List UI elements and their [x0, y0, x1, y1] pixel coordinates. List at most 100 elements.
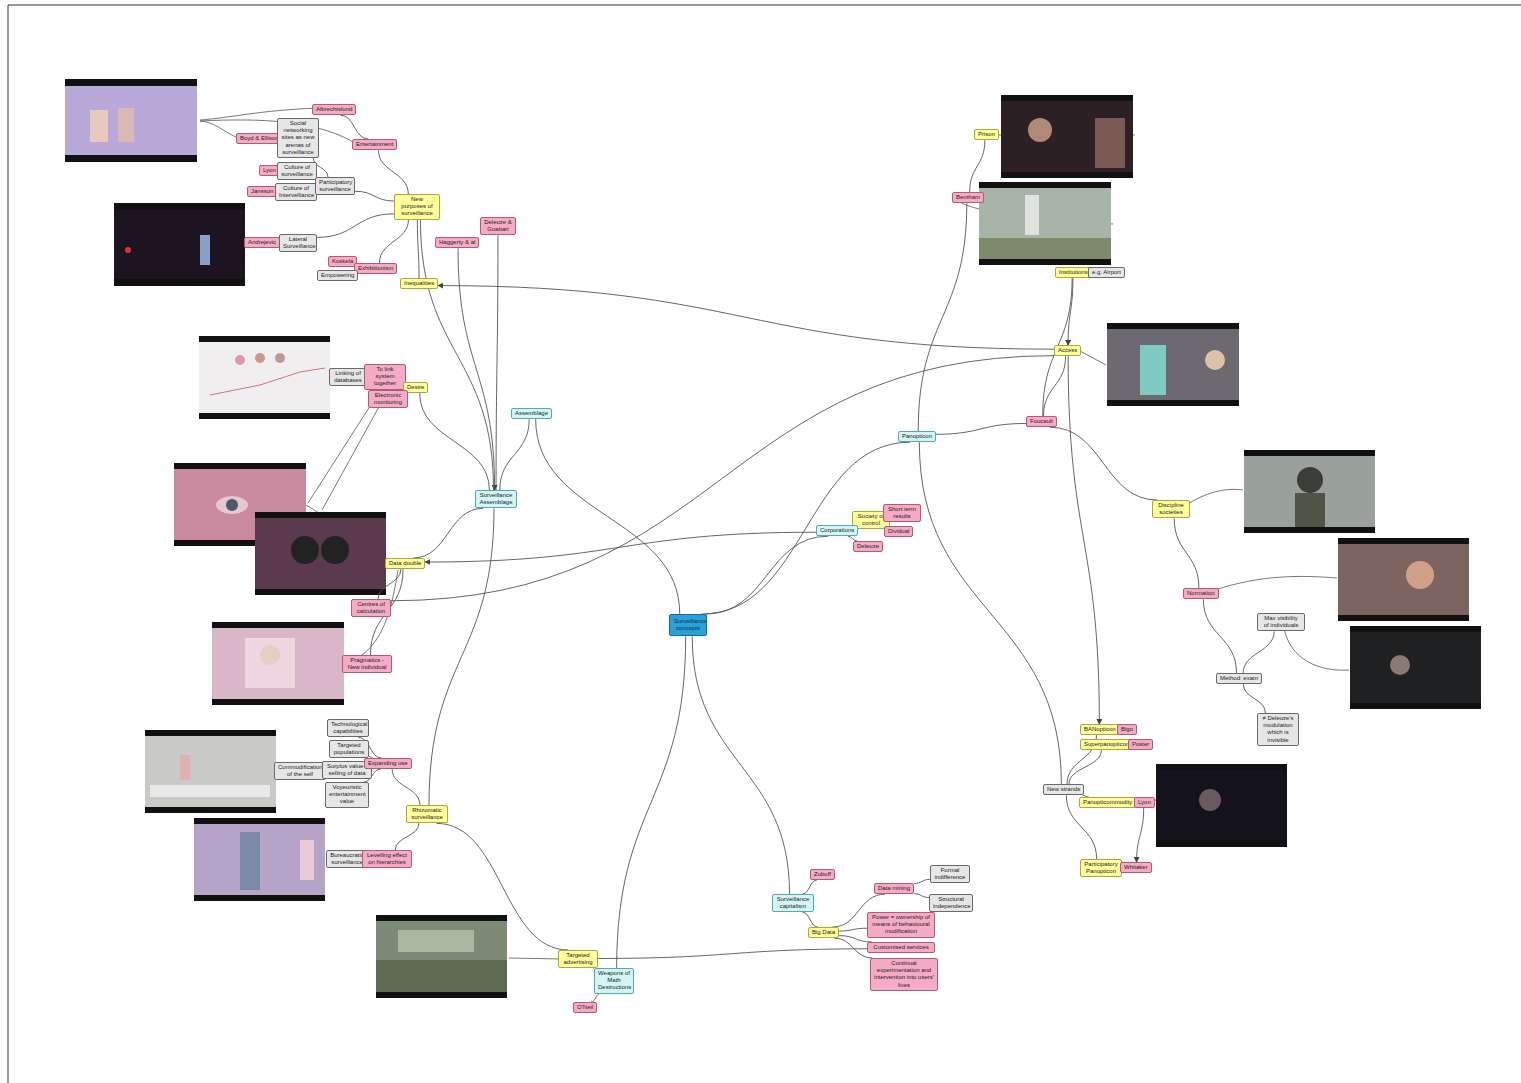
node-label: Normation [1187, 590, 1215, 597]
node-label: To link system together [368, 366, 402, 388]
connector [341, 115, 369, 139]
node-label: Social networking sites as new arenas of… [281, 120, 315, 156]
node-label: Expanding use [368, 760, 408, 767]
connector [1068, 278, 1073, 345]
leader-lines [200, 108, 1349, 959]
node-label: BANopticon [1084, 726, 1116, 733]
node-label: e.g. Airport [1092, 269, 1121, 276]
concept-box: Koskela [328, 256, 357, 267]
connector [378, 150, 408, 194]
concept-box: New purposes of surveillance [394, 194, 440, 220]
node-label: Albrechtslund [316, 106, 352, 113]
concept-box: Targeted populations [329, 740, 369, 758]
node-label: Deleuze & Guattari [484, 219, 512, 233]
concept-box: Boyd & Ellison [236, 133, 283, 144]
concept-box: Data double [385, 558, 425, 569]
node-label: Koskela [332, 258, 353, 265]
film-still [145, 730, 276, 813]
node-label: Data mining [878, 885, 910, 892]
concept-box: Deleuze [853, 541, 883, 552]
node-label: Surplus value - selling of data [326, 763, 368, 777]
connector [437, 823, 569, 950]
node-label: Culture of Intervelliance [279, 185, 313, 199]
node-label: Superpanopticon [1084, 741, 1129, 748]
concept-box: Customised services [867, 942, 935, 953]
concept-box: Exhibitionism [354, 263, 397, 274]
connector [420, 393, 490, 490]
connector [438, 286, 1054, 350]
node-label: Max visibility of individuals [1261, 615, 1301, 629]
film-still [1338, 538, 1469, 621]
node-label: Participatory Panopticon [1084, 861, 1118, 875]
connector [1137, 808, 1144, 862]
node-label: ≠ Deleuze's modulation which is invisibl… [1261, 715, 1295, 744]
connector [420, 220, 493, 490]
connector [1069, 750, 1101, 784]
connector [392, 769, 420, 805]
concept-box: Method: exam [1216, 673, 1262, 684]
connector [803, 912, 818, 927]
connector [395, 823, 419, 850]
concept-box: Expanding use [364, 758, 412, 769]
connector [379, 220, 408, 263]
concept-box: Poster [1128, 739, 1153, 750]
node-label: Assemblage [515, 410, 548, 417]
node-label: Surveillance capitalism [776, 896, 810, 910]
connector [914, 894, 929, 898]
connector [970, 140, 985, 192]
node-label: Access [1058, 347, 1077, 354]
node-label: Electronic monitoring [372, 392, 404, 406]
film-still [1244, 450, 1375, 533]
concept-box: Discipline societies [1152, 500, 1190, 518]
concept-box: Whitaker [1120, 862, 1152, 873]
connector [914, 879, 930, 883]
concept-box: BANopticon [1080, 724, 1120, 735]
node-label: Centres of calculation [355, 601, 387, 615]
connector [378, 569, 401, 599]
connector [317, 214, 394, 238]
connector [391, 356, 1054, 601]
concept-box: To link system together [364, 364, 406, 390]
concept-box: Data mining [874, 883, 914, 894]
node-label: Surveillance Assemblage [479, 492, 513, 506]
concept-box: Bigo [1117, 724, 1137, 735]
concept-box: Albrechtslund [312, 104, 356, 115]
concept-box: Panopticon [898, 431, 936, 442]
node-label: Empowering [321, 272, 354, 279]
concept-box: O'Neil [573, 1002, 597, 1013]
concept-box: Empowering [317, 270, 358, 281]
concept-box: Normation [1183, 588, 1219, 599]
concept-box: Surveillance capitalism [772, 894, 814, 912]
node-label: Bureaucratic surveillance [330, 852, 364, 866]
concept-box: Continual experimentation and interventi… [870, 958, 938, 991]
node-label: Boyd & Ellison [240, 135, 279, 142]
concept-box: Institutions [1055, 267, 1092, 278]
concept-box: e.g. Airport [1088, 267, 1125, 278]
node-label: Commodification of the self [278, 764, 322, 778]
connector [1243, 684, 1265, 713]
concept-box: Haggerty & al [435, 237, 479, 248]
concept-box: Surveillance concepts [669, 614, 707, 636]
node-label: Structural independence [933, 896, 969, 910]
node-label: Jansson [251, 188, 273, 195]
film-still [212, 622, 344, 705]
node-label: Zuboff [814, 871, 831, 878]
node-label: Lateral Surveillance [283, 236, 313, 250]
concept-box: Superpanopticon [1080, 739, 1133, 750]
node-label: Lyon [263, 167, 276, 174]
film-still [255, 512, 386, 595]
concept-box: Structural independence [929, 894, 973, 912]
film-still [1350, 626, 1481, 709]
node-label: Linking of databases [333, 370, 363, 384]
film-still [1107, 323, 1239, 406]
node-label: Society of control [856, 513, 886, 527]
film-still [1156, 764, 1287, 847]
concept-box: Technological capabilities [327, 719, 369, 737]
node-label: Voyeuristic entertainment value [329, 784, 365, 806]
concept-box: Levelling effect on hierarchies [362, 850, 412, 868]
node-label: Continual experimentation and interventi… [874, 960, 934, 989]
concept-box: Surveillance Assemblage [475, 490, 517, 508]
node-label: Andrejevic [248, 239, 276, 246]
concept-box: Entertainment [352, 139, 397, 150]
node-label: O'Neil [577, 1004, 593, 1011]
